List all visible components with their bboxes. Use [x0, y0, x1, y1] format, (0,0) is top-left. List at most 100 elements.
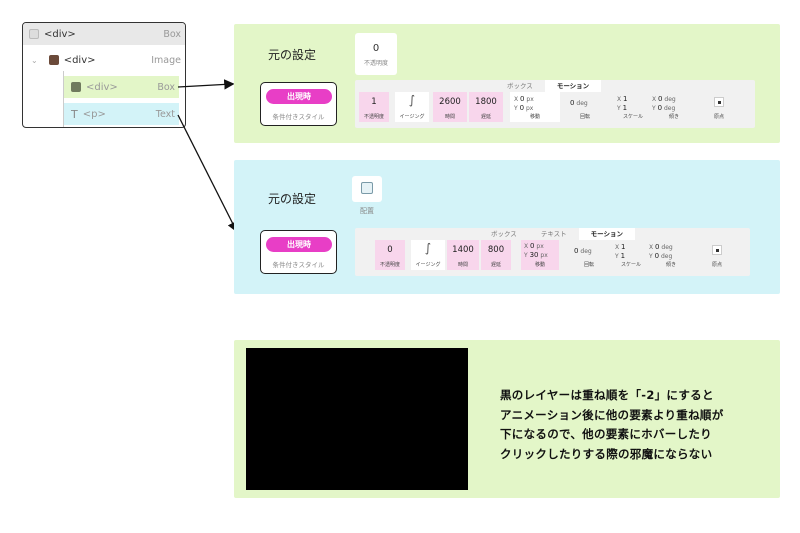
image-icon	[48, 55, 59, 65]
duration-value: 2600	[439, 97, 461, 107]
easing-curve-icon: ∫	[424, 241, 432, 255]
delay-value: 1800	[475, 97, 497, 107]
skew-unit: deg	[663, 105, 676, 112]
delay-label: 遅延	[480, 114, 491, 120]
easing-label: イージング	[399, 114, 425, 120]
scale-field[interactable]: X 1 Y 1 スケール	[613, 92, 653, 122]
tree-row-text[interactable]: T <p> Text	[63, 103, 179, 125]
tree-row-name: <div>	[44, 28, 76, 40]
easing-curve-icon: ∫	[408, 93, 416, 107]
skew-unit: deg	[664, 96, 676, 103]
rotate-unit: deg	[576, 100, 588, 107]
translate-label: 移動	[534, 262, 545, 268]
opacity-original[interactable]: 0 不透明度	[355, 33, 397, 75]
note-bubble: 黒のレイヤーは重ね順を「-2」にすると アニメーション後に他の要素より重ね順が …	[482, 360, 778, 478]
translate-field[interactable]: X 0 px Y 30 px 移動	[521, 240, 559, 270]
tree-row-box[interactable]: <div> Box	[63, 76, 179, 98]
opacity-original-label: 不透明度	[363, 60, 388, 67]
easing-field[interactable]: ∫ イージング	[411, 240, 445, 270]
skew-label: 傾き	[668, 114, 679, 120]
align-original[interactable]	[352, 176, 382, 202]
note-line: クリックしたりする際の邪魔にならない	[500, 446, 713, 461]
translate-x-value: 0	[520, 95, 525, 103]
origin-field[interactable]: 原点	[705, 92, 733, 122]
delay-label: 遅延	[490, 262, 501, 268]
tree-row-root[interactable]: <div> Box	[23, 23, 185, 45]
scale-label: スケール	[622, 114, 643, 120]
opacity-value: 1	[371, 97, 377, 107]
appear-trigger-pill[interactable]: 出現時	[266, 237, 332, 252]
origin-grid-icon	[714, 97, 724, 107]
original-settings-label: 元の設定	[268, 192, 317, 206]
conditional-style-label: 条件付きスタイル	[272, 261, 325, 269]
rotate-field[interactable]: 0 deg 回転	[565, 92, 605, 122]
tab-box[interactable]: ボックス	[491, 230, 517, 238]
tree-row-name: <div>	[86, 81, 118, 93]
note-line: アニメーション後に他の要素より重ね順が	[500, 407, 724, 422]
tab-box[interactable]: ボックス	[507, 82, 533, 90]
opacity-value: 0	[387, 245, 393, 255]
tree-row-type: Box	[163, 28, 181, 40]
translate-label: 移動	[529, 114, 540, 120]
skew-field[interactable]: X 0 deg Y 0 deg 傾き	[649, 240, 693, 270]
align-icon	[361, 182, 373, 194]
translate-x-value: 0	[530, 242, 535, 250]
text-icon: T	[71, 107, 78, 121]
skew-field[interactable]: X 0 deg Y 0 deg 傾き	[652, 92, 696, 122]
skew-unit: deg	[660, 253, 673, 260]
skew-y-value: 0	[654, 252, 660, 260]
conditional-style-label: 条件付きスタイル	[272, 113, 325, 121]
original-settings-label: 元の設定	[268, 48, 317, 62]
rotate-label: 回転	[579, 114, 590, 120]
rotate-field[interactable]: 0 deg 回転	[569, 240, 609, 270]
skew-unit: deg	[661, 244, 673, 251]
chevron-down-icon[interactable]: ⌄	[31, 55, 38, 65]
delay-value: 800	[487, 245, 505, 255]
tab-text[interactable]: テキスト	[540, 230, 567, 238]
box-icon	[29, 29, 39, 39]
tree-row-image[interactable]: ⌄ <div> Image	[23, 49, 185, 71]
rotate-value: 0	[570, 99, 575, 107]
align-label: 配置	[360, 207, 374, 215]
skew-y-value: 0	[657, 104, 663, 112]
conditional-style-card[interactable]: 出現時 条件付きスタイル	[260, 82, 337, 126]
arrow-to-panel1	[177, 79, 235, 90]
delay-field[interactable]: 1800 遅延	[469, 92, 503, 122]
tab-motion[interactable]: モーション	[544, 80, 602, 92]
duration-field[interactable]: 2600 時間	[433, 92, 467, 122]
translate-unit: px	[540, 252, 548, 259]
appear-trigger-pill[interactable]: 出現時	[266, 89, 332, 104]
easing-label: イージング	[415, 262, 441, 268]
translate-field[interactable]: X 0 px Y 0 px 移動	[510, 92, 560, 122]
note-line: 下になるので、他の要素にホバーしたり	[500, 427, 712, 441]
duration-label: 時間	[444, 114, 455, 120]
rotate-value: 0	[574, 247, 579, 255]
translate-unit: px	[536, 243, 544, 250]
rotate-label: 回転	[583, 262, 594, 268]
scale-x-value: 1	[623, 95, 628, 103]
scale-label: スケール	[620, 262, 641, 268]
conditional-style-card[interactable]: 出現時 条件付きスタイル	[260, 230, 337, 274]
origin-label: 原点	[711, 262, 722, 268]
tab-motion[interactable]: モーション	[578, 228, 635, 240]
tree-guide-line	[63, 71, 64, 127]
black-layer-preview	[246, 348, 468, 490]
rotate-unit: deg	[580, 248, 592, 255]
skew-label: 傾き	[665, 262, 676, 268]
origin-label: 原点	[713, 114, 724, 120]
origin-field[interactable]: 原点	[703, 240, 731, 270]
tree-row-type: Text	[155, 108, 175, 120]
translate-y-value: 0	[519, 104, 525, 112]
easing-field[interactable]: ∫ イージング	[395, 92, 429, 122]
delay-field[interactable]: 800 遅延	[481, 240, 511, 270]
opacity-original-value: 0	[372, 43, 380, 54]
tree-row-name: <p>	[82, 108, 106, 120]
tree-row-type: Image	[151, 54, 181, 66]
scale-field[interactable]: X 1 Y 1 スケール	[611, 240, 651, 270]
